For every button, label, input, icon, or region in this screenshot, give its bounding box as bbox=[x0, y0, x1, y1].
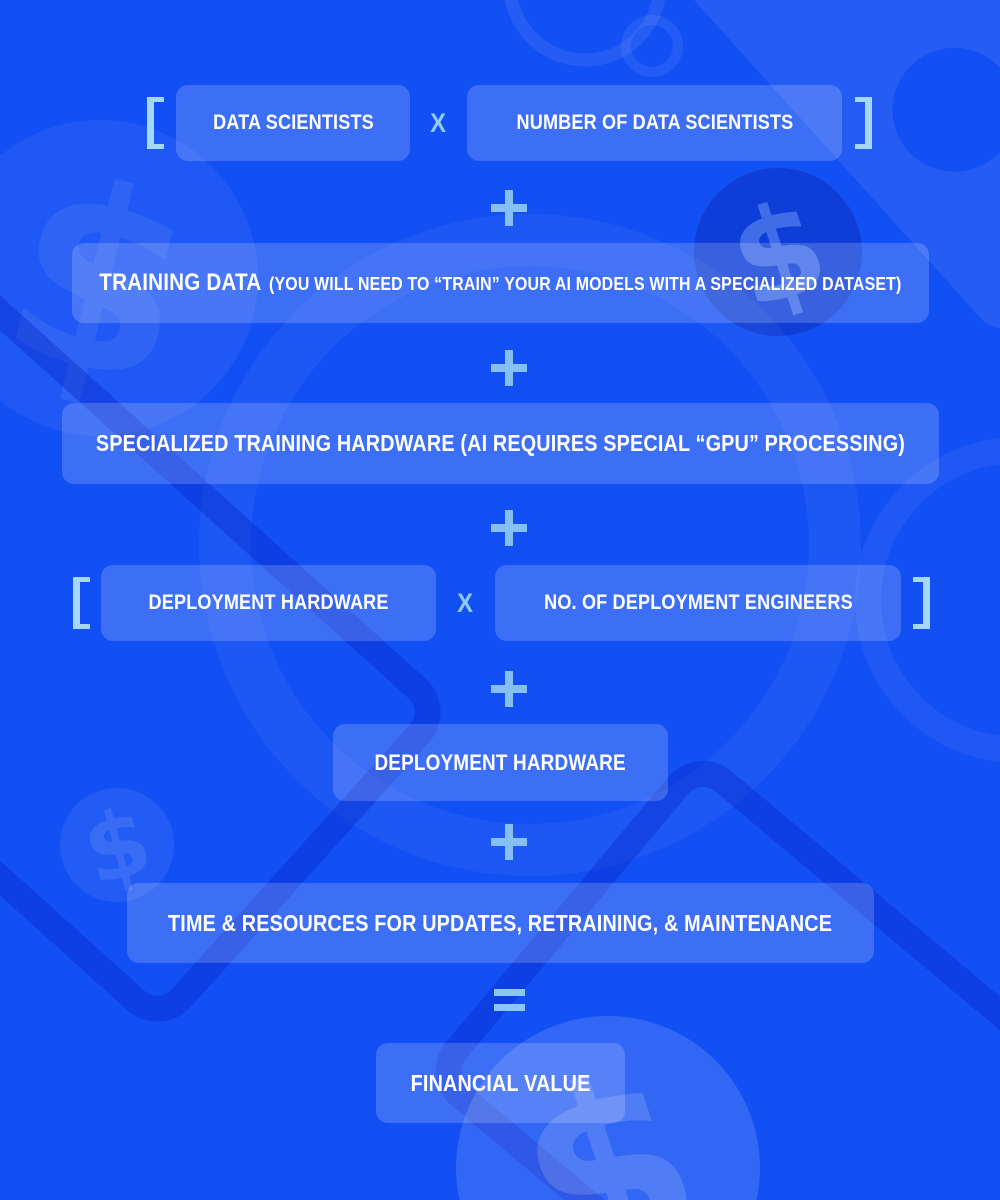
dollar-bill-icon bbox=[435, 760, 1000, 1200]
term-box-time-resources: TIME & RESOURCES FOR UPDATES, RETRAINING… bbox=[127, 883, 874, 963]
plus-operator bbox=[491, 510, 527, 546]
term-box-training-data: TRAINING DATA (YOU WILL NEED TO “TRAIN” … bbox=[72, 243, 929, 323]
plus-operator bbox=[491, 671, 527, 707]
dollar-coin-icon: $ bbox=[694, 168, 862, 339]
equals-operator bbox=[494, 989, 525, 1011]
dollar-coin-icon: $ bbox=[0, 119, 258, 444]
plus-operator bbox=[491, 824, 527, 860]
term-label: TIME & RESOURCES FOR UPDATES, RETRAINING… bbox=[168, 909, 833, 936]
ring-decoration bbox=[621, 15, 683, 77]
close-bracket bbox=[855, 97, 872, 149]
dollar-bill-icon bbox=[688, 0, 1000, 329]
ring-decoration bbox=[199, 214, 861, 876]
ring-decoration bbox=[855, 438, 1000, 762]
term-label: TRAINING DATA bbox=[99, 269, 262, 296]
term-note: (YOU WILL NEED TO “TRAIN” YOUR AI MODELS… bbox=[269, 273, 902, 294]
plus-operator bbox=[491, 190, 527, 226]
term-label: DEPLOYMENT HARDWARE bbox=[148, 591, 389, 614]
dollar-bill-icon bbox=[0, 268, 441, 1022]
open-bracket bbox=[73, 577, 90, 629]
multiply-operator: X bbox=[457, 588, 473, 618]
term-label: NO. OF DEPLOYMENT ENGINEERS bbox=[543, 591, 853, 614]
ring-decoration bbox=[504, 0, 666, 67]
dollar-coin-icon: $ bbox=[456, 1015, 760, 1200]
close-bracket bbox=[913, 577, 930, 629]
term-label: SPECIALIZED TRAINING HARDWARE (AI REQUIR… bbox=[95, 430, 906, 456]
term-box-number-of-data-scientists: NUMBER OF DATA SCIENTISTS bbox=[467, 85, 842, 161]
multiply-operator: X bbox=[430, 108, 446, 138]
term-label: FINANCIAL VALUE bbox=[410, 1069, 591, 1096]
term-box-training-hardware: SPECIALIZED TRAINING HARDWARE (AI REQUIR… bbox=[62, 403, 939, 484]
open-bracket bbox=[147, 97, 164, 149]
term-label: DATA SCIENTISTS bbox=[212, 111, 374, 134]
term-label: DEPLOYMENT HARDWARE bbox=[374, 749, 627, 775]
dollar-coin-icon: $ bbox=[60, 787, 174, 907]
term-box-data-scientists: DATA SCIENTISTS bbox=[176, 85, 410, 161]
term-box-deployment-hardware-b: DEPLOYMENT HARDWARE bbox=[333, 724, 668, 801]
plus-operator bbox=[491, 350, 527, 386]
term-label: NUMBER OF DATA SCIENTISTS bbox=[516, 111, 793, 134]
term-box-financial-value: FINANCIAL VALUE bbox=[376, 1043, 625, 1123]
term-box-deployment-engineers: NO. OF DEPLOYMENT ENGINEERS bbox=[495, 565, 901, 641]
term-box-deployment-hardware-a: DEPLOYMENT HARDWARE bbox=[101, 565, 436, 641]
